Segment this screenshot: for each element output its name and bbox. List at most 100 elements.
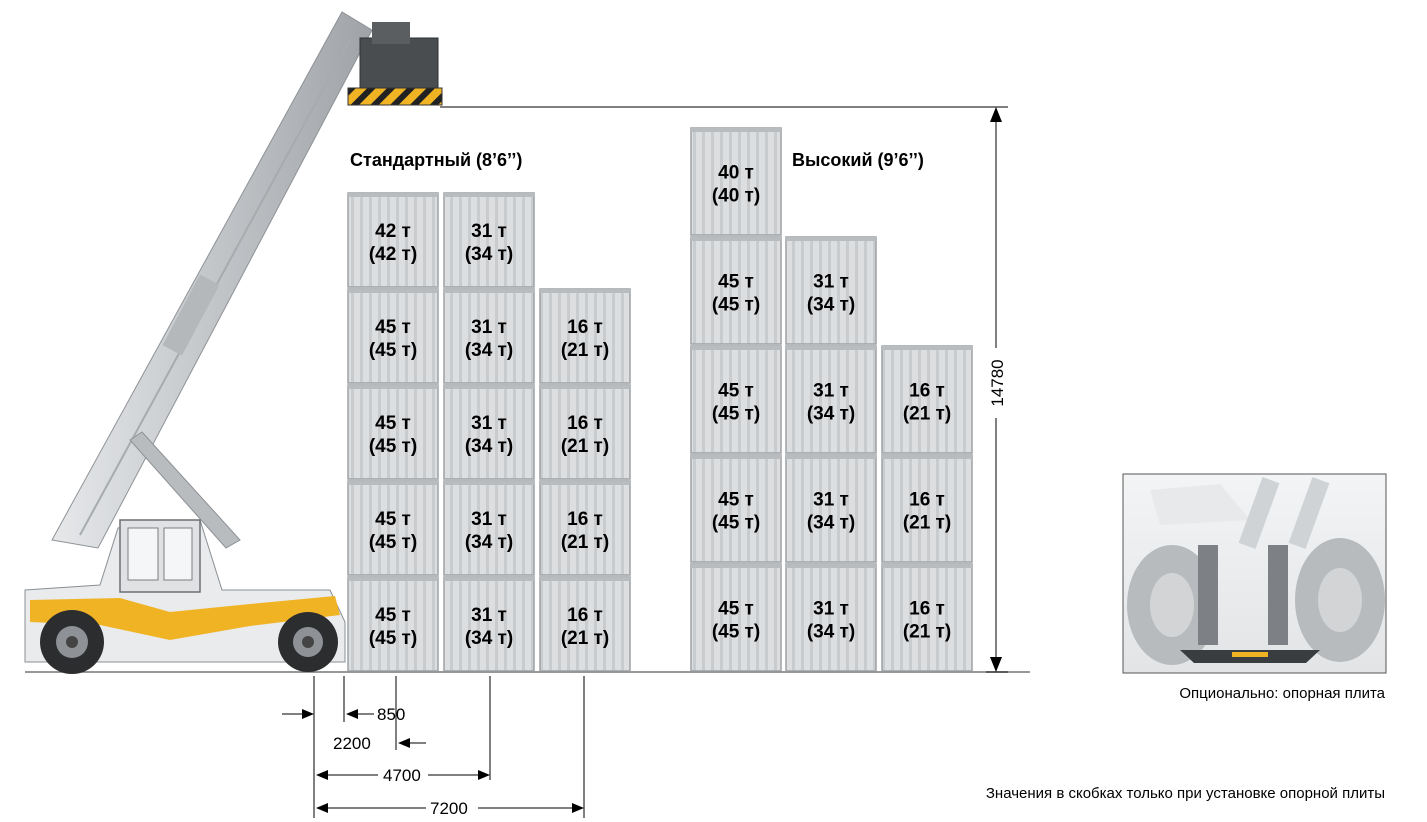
container-weight: 31 т (471, 509, 507, 530)
container-weight-with-plate: (21 т) (903, 404, 951, 425)
container-weight: 45 т (718, 381, 754, 402)
container-weight-with-plate: (42 т) (369, 244, 417, 265)
height-dimension: 14780 (986, 107, 1008, 673)
container-weight-with-plate: (34 т) (807, 404, 855, 425)
container-box: 45 т(45 т) (347, 384, 439, 480)
container-weight: 45 т (375, 605, 411, 626)
container-weight-with-plate: (34 т) (465, 628, 513, 649)
container-weight: 16 т (909, 599, 945, 620)
container-weight: 42 т (375, 221, 411, 242)
container-box: 31 т(34 т) (785, 454, 877, 563)
container-weight-with-plate: (45 т) (369, 340, 417, 361)
container-box: 16 т(21 т) (881, 345, 973, 454)
outrigger-plate-photo (1122, 473, 1387, 674)
container-box: 45 т(45 т) (690, 563, 782, 672)
container-weight-with-plate: (34 т) (807, 295, 855, 316)
container-weight-with-plate: (45 т) (712, 295, 760, 316)
container-box: 42 т(42 т) (347, 192, 439, 288)
container-box: 16 т(21 т) (539, 384, 631, 480)
container-box: 16 т(21 т) (539, 480, 631, 576)
dim-4700: 4700 (383, 766, 421, 785)
container-weight: 31 т (471, 221, 507, 242)
container-weight: 16 т (567, 509, 603, 530)
container-weight-with-plate: (21 т) (561, 532, 609, 553)
container-weight: 45 т (375, 317, 411, 338)
dim-2200: 2200 (333, 734, 371, 753)
container-weight: 45 т (375, 509, 411, 530)
rear-wheel (278, 612, 338, 672)
container-weight-with-plate: (34 т) (807, 622, 855, 643)
container-weight-with-plate: (34 т) (465, 244, 513, 265)
container-box: 45 т(45 т) (690, 236, 782, 345)
container-box: 16 т(21 т) (881, 563, 973, 672)
container-weight-with-plate: (34 т) (465, 436, 513, 457)
spreader-hazard-bar (347, 87, 443, 106)
container-weight-with-plate: (45 т) (369, 436, 417, 457)
container-box: 16 т(21 т) (539, 288, 631, 384)
container-box: 31 т(34 т) (443, 192, 535, 288)
boom-arm (51, 11, 373, 549)
container-box: 31 т(34 т) (443, 576, 535, 672)
container-box: 16 т(21 т) (539, 576, 631, 672)
container-weight: 16 т (567, 317, 603, 338)
container-box: 31 т(34 т) (785, 563, 877, 672)
reach-dimensions: 850 2200 4700 7200 (282, 676, 585, 818)
container-weight-with-plate: (21 т) (903, 622, 951, 643)
container-box: 45 т(45 т) (690, 345, 782, 454)
container-weight: 31 т (813, 490, 849, 511)
container-box: 40 т(40 т) (690, 127, 782, 236)
inset-caption: Опционально: опорная плита (1179, 685, 1385, 702)
container-weight-with-plate: (21 т) (561, 628, 609, 649)
container-weight: 16 т (909, 381, 945, 402)
reach-stacker-machine (24, 11, 443, 674)
container-box: 31 т(34 т) (785, 236, 877, 345)
container-box: 45 т(45 т) (347, 288, 439, 384)
container-box: 31 т(34 т) (443, 384, 535, 480)
high-heading: Высокий (9’6’’) (792, 150, 924, 170)
container-weight: 31 т (471, 413, 507, 434)
container-weight: 16 т (567, 413, 603, 434)
container-box: 31 т(34 т) (443, 288, 535, 384)
container-box: 45 т(45 т) (347, 576, 439, 672)
container-weight-with-plate: (21 т) (561, 436, 609, 457)
container-weight: 31 т (813, 272, 849, 293)
container-box: 45 т(45 т) (347, 480, 439, 576)
container-box: 16 т(21 т) (881, 454, 973, 563)
dim-850: 850 (377, 705, 405, 724)
machine-yellow-stripe (30, 596, 340, 640)
container-weight-with-plate: (45 т) (712, 513, 760, 534)
height-value: 14780 (988, 359, 1007, 406)
lift-cylinder (129, 431, 241, 549)
container-weight: 16 т (909, 490, 945, 511)
front-wheel (40, 610, 104, 674)
container-weight: 31 т (813, 599, 849, 620)
container-weight-with-plate: (21 т) (903, 513, 951, 534)
container-weight-with-plate: (34 т) (807, 513, 855, 534)
container-box: 31 т(34 т) (443, 480, 535, 576)
container-weight-with-plate: (45 т) (712, 622, 760, 643)
container-weight-with-plate: (45 т) (712, 404, 760, 425)
container-stacks: 42 т(42 т)45 т(45 т)45 т(45 т)45 т(45 т)… (347, 127, 973, 672)
container-weight-with-plate: (40 т) (712, 186, 760, 207)
container-weight: 40 т (718, 163, 754, 184)
container-weight: 16 т (567, 605, 603, 626)
container-weight-with-plate: (45 т) (369, 532, 417, 553)
container-weight: 45 т (718, 272, 754, 293)
container-weight: 45 т (718, 599, 754, 620)
footnote: Значения в скобках только при установке … (986, 785, 1385, 802)
container-weight-with-plate: (45 т) (369, 628, 417, 649)
container-box: 31 т(34 т) (785, 345, 877, 454)
container-weight: 31 т (813, 381, 849, 402)
container-box: 45 т(45 т) (690, 454, 782, 563)
container-weight: 45 т (718, 490, 754, 511)
spreader-head (359, 37, 439, 91)
dim-7200: 7200 (430, 799, 468, 818)
container-weight: 31 т (471, 317, 507, 338)
container-weight-with-plate: (34 т) (465, 532, 513, 553)
standard-heading: Стандартный (8’6’’) (350, 150, 522, 170)
container-weight-with-plate: (21 т) (561, 340, 609, 361)
container-weight: 45 т (375, 413, 411, 434)
container-weight-with-plate: (34 т) (465, 340, 513, 361)
container-weight: 31 т (471, 605, 507, 626)
